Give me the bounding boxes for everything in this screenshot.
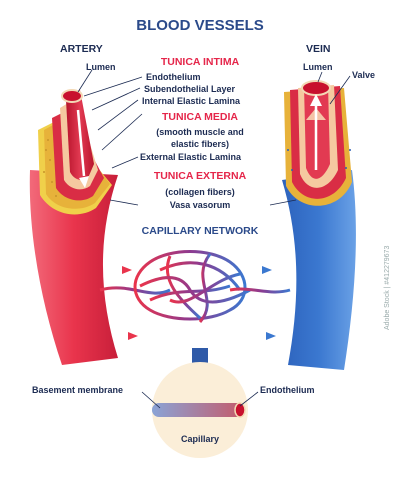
capillary-label: Capillary [180,434,220,444]
capillary-network-label: CAPILLARY NETWORK [141,225,259,237]
diagram-title: BLOOD VESSELS [136,17,264,34]
watermark: Adobe Stock | #412279673 [384,245,391,330]
tunica-media-desc-1: (smooth muscle and [156,127,244,137]
capillary-network [99,250,291,324]
tunica-externa-desc: (collagen fibers) [165,187,235,197]
tunica-media-heading: TUNICA MEDIA [161,111,239,123]
vein-vessel [282,80,356,370]
flow-arrows [122,266,276,340]
artery-label: ARTERY [60,43,103,55]
internal-elastic-lamina-label: Internal Elastic Lamina [142,96,241,106]
artery-vessel [29,89,118,365]
endothelium-label: Endothelium [146,72,201,82]
tunica-intima-heading: TUNICA INTIMA [160,56,240,68]
vein-lumen-label: Lumen [303,62,333,72]
capillary-detail [152,362,248,458]
subendothelial-layer-label: Subendothelial Layer [144,84,236,94]
vasa-vasorum-label: Vasa vasorum [169,200,231,210]
tunica-media-desc-2: elastic fibers) [170,139,230,149]
capillary-endothelium-label: Endothelium [260,385,315,395]
valve-label: Valve [352,70,376,80]
artery-lumen-label: Lumen [86,62,116,72]
external-elastic-lamina-label: External Elastic Lamina [140,152,242,162]
vein-label: VEIN [306,43,331,55]
leader-lines [77,69,351,409]
tunica-externa-heading: TUNICA EXTERNA [153,170,247,182]
basement-membrane-label: Basement membrane [32,385,124,395]
